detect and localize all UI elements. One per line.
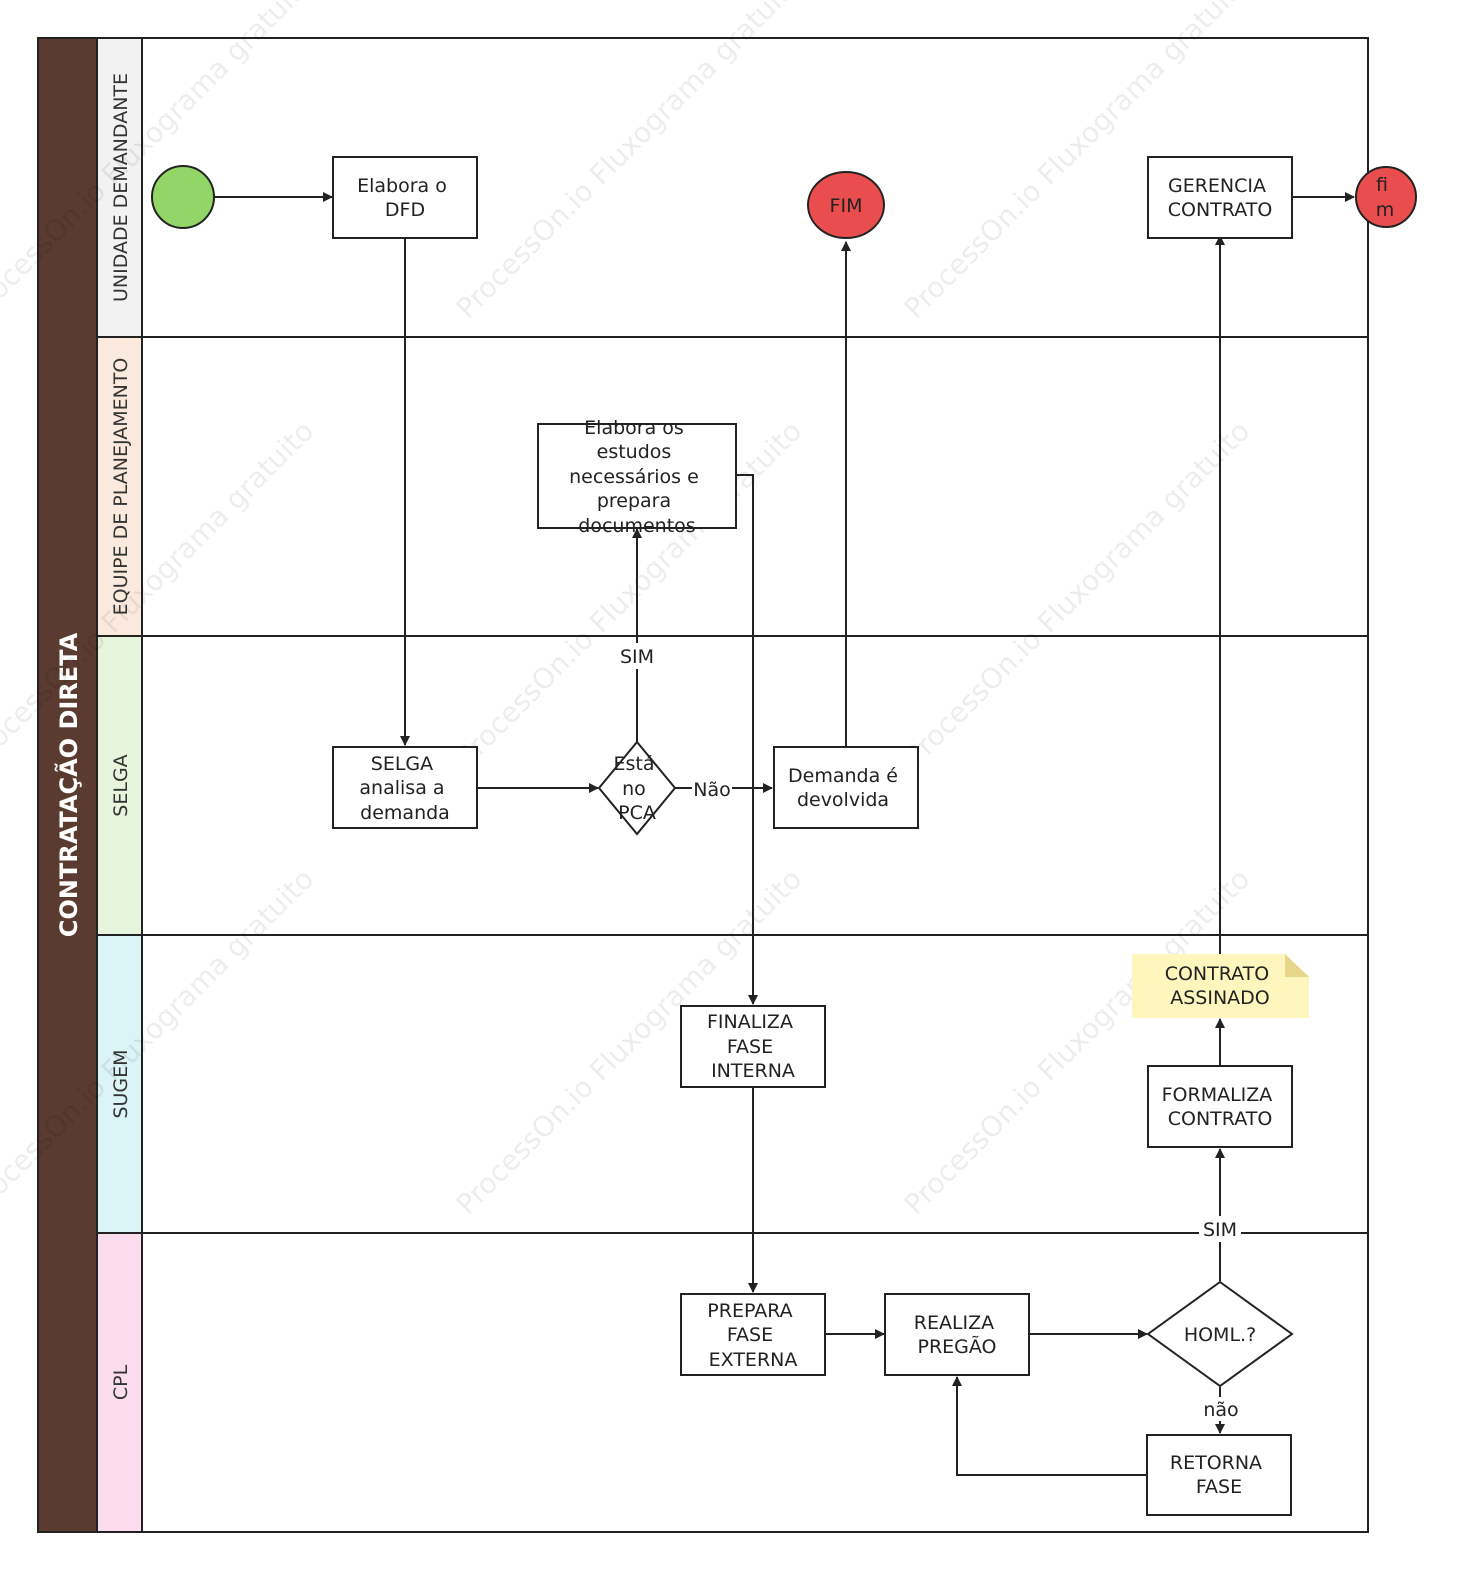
pool-title: CONTRATAÇÃO DIRETA — [54, 632, 83, 937]
task-retorna-fase[interactable]: RETORNA FASE — [1146, 1434, 1292, 1516]
task-elabora-estudos-label: Elabora os estudos necessários e prepara… — [569, 417, 705, 537]
gateway-homl[interactable]: HOML.? — [1146, 1280, 1294, 1388]
task-elabora-dfd[interactable]: Elabora o DFD — [332, 156, 478, 239]
end-event-fim-label: FIM — [830, 195, 863, 217]
task-retorna-fase-label: RETORNA FASE — [1170, 1452, 1268, 1498]
task-elabora-dfd-label: Elabora o DFD — [357, 175, 453, 221]
edge-retorna-fase-to-realiza-pregao — [952, 1376, 1147, 1476]
note-contrato-assinado[interactable]: CONTRATO ASSINADO — [1132, 954, 1309, 1018]
task-demanda-devolvida[interactable]: Demanda é devolvida — [773, 746, 919, 829]
task-prepara-fase-externa[interactable]: PREPARA FASE EXTERNA — [680, 1293, 826, 1376]
task-formaliza-contrato[interactable]: FORMALIZA CONTRATO — [1147, 1065, 1293, 1148]
edge-label-sim-homl: SIM — [1203, 1219, 1237, 1241]
task-gerencia-contrato-label: GERENCIA CONTRATO — [1168, 175, 1273, 221]
gateway-esta-no-pca[interactable]: Está no PCA — [597, 740, 677, 836]
edge-label-sim-pca: SIM — [620, 646, 654, 668]
task-formaliza-contrato-label: FORMALIZA CONTRATO — [1162, 1084, 1279, 1130]
edges — [215, 192, 1355, 1476]
start-event[interactable] — [151, 165, 215, 229]
lane-label-cpl: CPL — [110, 1364, 132, 1400]
nodes: Elabora o DFD FIM GERENCIA CONTRATO fi m — [151, 156, 1417, 1516]
lane-label-sugem: SUGEM — [110, 1049, 132, 1118]
lane-label-unidade-demandante: UNIDADE DEMANDANTE — [110, 73, 132, 302]
lane-label-equipe-de-planejamento: EQUIPE DE PLANEJAMENTO — [110, 358, 132, 616]
lane-equipe-de-planejamento: EQUIPE DE PLANEJAMENTO — [96, 336, 1369, 637]
gateway-homl-label: HOML.? — [1184, 1324, 1256, 1346]
edge-labels: SIM Não SIM não — [616, 643, 1241, 1421]
task-finaliza-fase-interna-label: FINALIZA FASE INTERNA — [707, 1011, 799, 1082]
task-selga-analisa-label: SELGA analisa a demanda — [359, 753, 450, 824]
end-event-final-label: fi m — [1376, 174, 1395, 221]
task-demanda-devolvida-label: Demanda é devolvida — [788, 765, 904, 811]
task-selga-analisa[interactable]: SELGA analisa a demanda — [332, 746, 478, 829]
task-realiza-pregao-label: REALIZA PREGÃO — [914, 1312, 1000, 1358]
task-gerencia-contrato[interactable]: GERENCIA CONTRATO — [1147, 156, 1293, 239]
pool-header: CONTRATAÇÃO DIRETA — [37, 37, 98, 1533]
edge-label-nao-homl: não — [1203, 1399, 1238, 1421]
edge-elabora-estudos-to-finaliza-fase-interna — [736, 474, 758, 1005]
end-event-final[interactable]: fi m — [1355, 166, 1417, 228]
task-elabora-estudos[interactable]: Elabora os estudos necessários e prepara… — [537, 417, 737, 537]
lane-label-selga: SELGA — [110, 754, 132, 816]
task-realiza-pregao[interactable]: REALIZA PREGÃO — [884, 1293, 1030, 1376]
edge-label-nao-pca: Não — [693, 779, 730, 801]
end-event-fim[interactable]: FIM — [807, 171, 885, 239]
gateway-esta-no-pca-label: Está no PCA — [613, 753, 660, 824]
task-finaliza-fase-interna[interactable]: FINALIZA FASE INTERNA — [680, 1005, 826, 1088]
task-prepara-fase-externa-label: PREPARA FASE EXTERNA — [707, 1300, 798, 1371]
note-contrato-assinado-label: CONTRATO ASSINADO — [1165, 963, 1276, 1009]
